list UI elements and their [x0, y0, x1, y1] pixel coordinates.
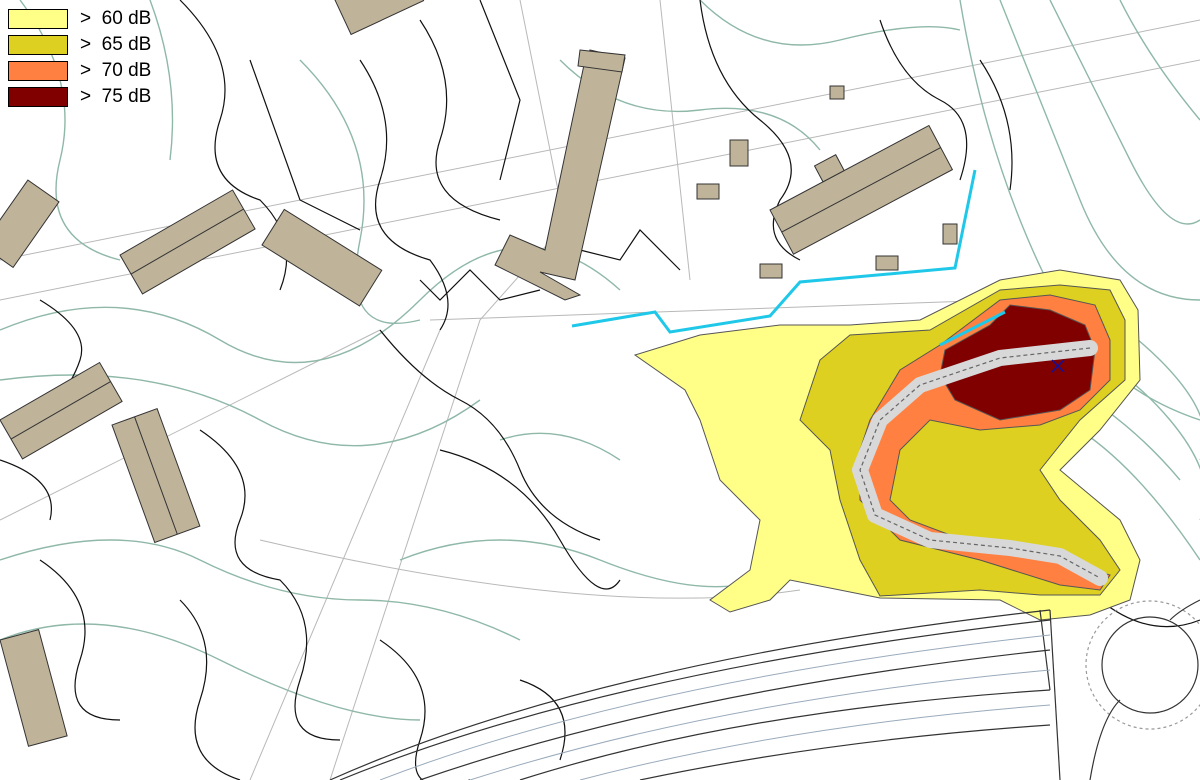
legend-label: > 75 dB [80, 85, 152, 107]
legend-swatch-70db [8, 60, 68, 81]
legend-item: > 60 dB [8, 6, 151, 31]
legend-label: > 65 dB [80, 33, 152, 55]
noise-contours [633, 269, 1141, 621]
buildings [0, 0, 958, 747]
legend-swatch-65db [8, 34, 68, 55]
noise-barrier-line-2 [939, 310, 1006, 347]
legend: > 60 dB > 65 dB > 70 dB > 75 dB [8, 6, 151, 110]
highway [329, 609, 1061, 780]
legend-swatch-75db [8, 86, 68, 107]
legend-label: > 60 dB [80, 7, 152, 29]
test-track-road [852, 340, 1108, 586]
legend-item: > 70 dB [8, 58, 151, 83]
legend-item: > 65 dB [8, 32, 151, 57]
legend-swatch-60db [8, 8, 68, 29]
noise-source-marker [1051, 359, 1065, 373]
noise-barrier-line [571, 169, 977, 334]
legend-item: > 75 dB [8, 84, 151, 109]
legend-label: > 70 dB [80, 59, 152, 81]
roundabout [1085, 599, 1200, 780]
